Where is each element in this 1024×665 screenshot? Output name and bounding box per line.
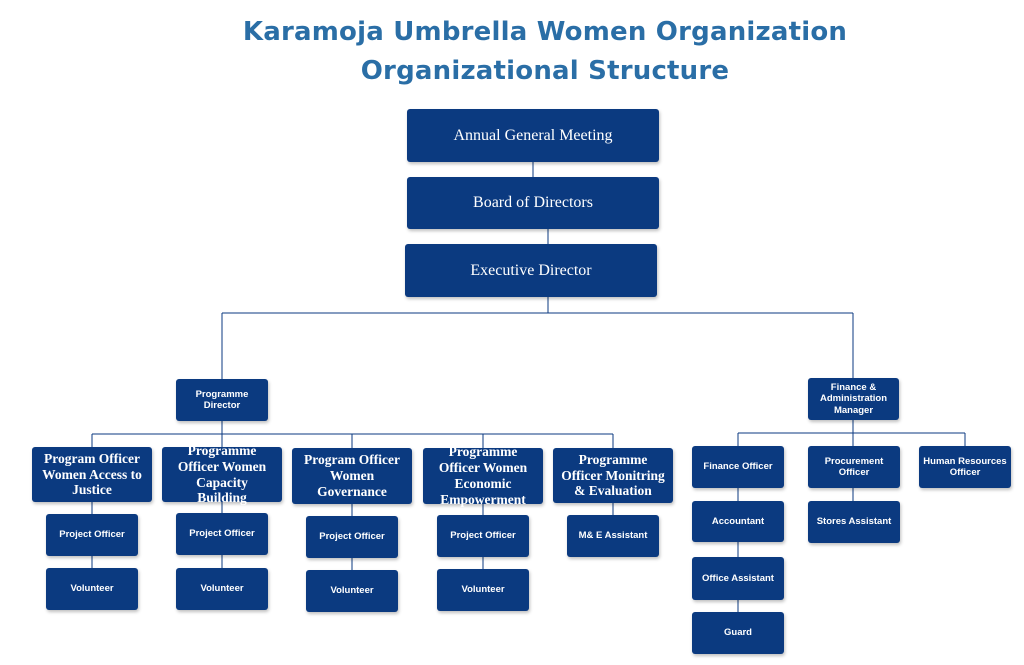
node-label: Volunteer	[200, 583, 244, 595]
node-label: Finance & Administration Manager	[819, 381, 888, 416]
node-project-officer-4: Project Officer	[437, 515, 529, 557]
node-label: Board of Directors	[473, 194, 593, 211]
node-label: Volunteer	[70, 583, 114, 595]
node-label: Office Assistant	[702, 572, 774, 584]
node-accountant: Accountant	[692, 501, 784, 542]
node-label: Accountant	[711, 515, 765, 527]
node-label: Human Resources Officer	[923, 455, 1007, 478]
node-label: Project Officer	[319, 531, 385, 543]
node-label: Project Officer	[189, 528, 255, 540]
node-label: Programme Officer Women Capacity Buildin…	[177, 442, 267, 506]
node-po-women-governance: Program Officer Women Governance	[292, 448, 412, 504]
node-human-resources-officer: Human Resources Officer	[919, 446, 1011, 488]
node-po-women-capacity-building: Programme Officer Women Capacity Buildin…	[162, 443, 282, 505]
node-label: Programme Director	[195, 388, 249, 411]
node-label: Project Officer	[450, 530, 516, 542]
node-project-officer-2: Project Officer	[176, 513, 268, 555]
node-label: Guard	[724, 627, 752, 639]
node-label: Executive Director	[470, 261, 592, 279]
node-label: Program Officer Women Access to Justice	[42, 450, 142, 498]
node-executive-director: Executive Director	[405, 244, 657, 297]
node-label: Programme Officer Women Economic Empower…	[438, 444, 528, 507]
node-finance-officer: Finance Officer	[692, 446, 784, 488]
chart-title-line-1: Karamoja Umbrella Women Organization	[242, 17, 848, 47]
node-stores-assistant: Stores Assistant	[808, 501, 900, 543]
node-label: M& E Assistant	[578, 530, 648, 542]
node-project-officer-1: Project Officer	[46, 514, 138, 556]
node-label: Procurement Officer	[824, 455, 884, 478]
node-volunteer-1: Volunteer	[46, 568, 138, 610]
node-volunteer-2: Volunteer	[176, 568, 268, 610]
node-office-assistant: Office Assistant	[692, 557, 784, 600]
node-label: Volunteer	[330, 585, 374, 597]
node-po-women-access-justice: Program Officer Women Access to Justice	[32, 447, 152, 502]
node-volunteer-4: Volunteer	[437, 569, 529, 611]
node-me-assistant: M& E Assistant	[567, 515, 659, 557]
node-label: Project Officer	[59, 529, 125, 541]
node-label: Program Officer Women Governance	[303, 452, 401, 499]
node-po-monitoring-evaluation: Programme Officer Monitring & Evaluation	[553, 448, 673, 503]
node-label: Annual General Meeting	[453, 126, 613, 144]
node-programme-director: Programme Director	[176, 379, 268, 421]
node-annual-general-meeting: Annual General Meeting	[407, 109, 659, 162]
node-project-officer-3: Project Officer	[306, 516, 398, 558]
node-label: Volunteer	[461, 584, 505, 596]
node-label: Stores Assistant	[816, 516, 892, 528]
node-label: Programme Officer Monitring & Evaluation	[561, 451, 665, 499]
node-board-of-directors: Board of Directors	[407, 177, 659, 229]
node-label: Finance Officer	[703, 461, 773, 473]
node-po-women-economic-empowerment: Programme Officer Women Economic Empower…	[423, 444, 543, 507]
node-finance-admin-manager: Finance & Administration Manager	[808, 378, 899, 420]
node-guard: Guard	[692, 612, 784, 654]
node-procurement-officer: Procurement Officer	[808, 446, 900, 488]
chart-title-line-2: Organizational Structure	[360, 56, 730, 86]
node-volunteer-3: Volunteer	[306, 570, 398, 612]
